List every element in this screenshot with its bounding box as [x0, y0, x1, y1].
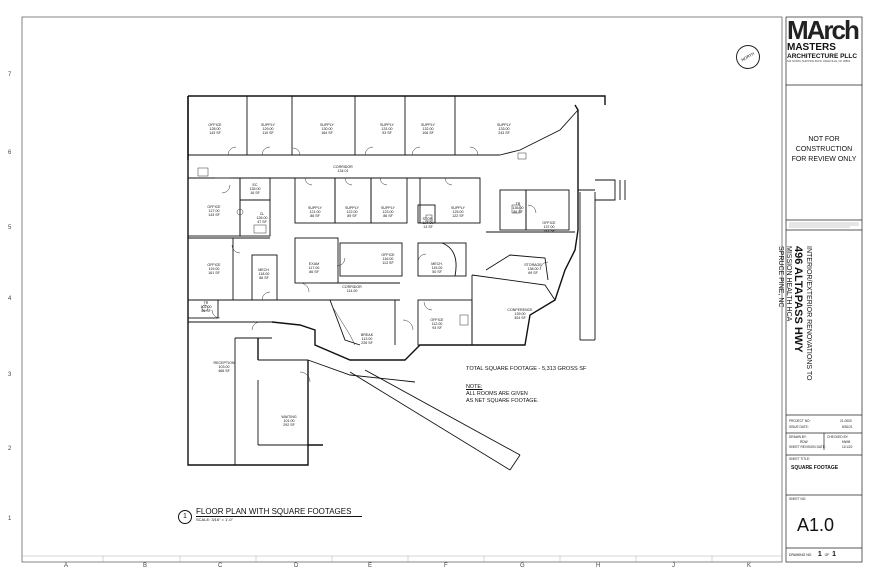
sheet-title: SQUARE FOOTAGE [791, 465, 839, 471]
drawn-by: RDW [800, 440, 808, 444]
firm-subname: ARCHITECTURE PLLC [787, 53, 858, 60]
review-stamp: NOT FOR CONSTRUCTION FOR REVIEW ONLY [791, 136, 857, 163]
plan-note: NOTE: ALL ROOMS ARE GIVEN AS NET SQUARE … [466, 384, 539, 405]
project-no-label: PROJECT NO: [789, 419, 811, 423]
grid-col-c: C [218, 563, 223, 569]
grid-row-6: 6 [8, 150, 12, 156]
drawing-scale: SCALE: 3/16" = 1'-0" [196, 517, 234, 522]
drawing-no: 1 [817, 551, 822, 558]
project-city: SPRUCE PINE, NC [777, 246, 784, 308]
checked-by: MWM [842, 440, 851, 444]
grid-col-f: F [444, 563, 448, 569]
drawing-total: 1 [832, 551, 837, 558]
drawing-title: FLOOR PLAN WITH SQUARE FOOTAGES [196, 507, 352, 516]
firm-logo: MArch MASTERS ARCHITECTURE PLLC 624 NORT… [787, 17, 863, 64]
project-client: MISSION HEALTH HCA [785, 246, 792, 322]
sheet-no-label: SHEET NO: [789, 497, 807, 501]
revision-label: SHEET REVISION DATE: [789, 445, 826, 449]
grid-col-e: E [368, 563, 373, 569]
note-line: AS NET SQUARE FOOTAGE. [466, 398, 539, 404]
total-square-footage: TOTAL SQUARE FOOTAGE - 5,313 GROSS SF [466, 366, 587, 372]
note-line: ALL ROOMS ARE GIVEN [466, 391, 528, 397]
project-line-1: INTERIOR/EXTERIOR RENOVATIONS TO [805, 246, 812, 381]
firm-logo-mark: MArch [787, 15, 860, 45]
grid-col-h: H [596, 563, 601, 569]
grid-row-4: 4 [8, 296, 12, 302]
sheet-title-label: SHEET TITLE: [789, 457, 810, 461]
project-info: INTERIOR/EXTERIOR RENOVATIONS TO 496 ALT… [776, 246, 812, 380]
drawing-number: 1 [178, 510, 192, 524]
drawing-count: DRAWING NO. 1 OF 1 [789, 551, 836, 558]
drawing-no-label: DRAWING NO. [789, 553, 813, 557]
grid-row-5: 5 [8, 225, 12, 231]
title-underline [196, 516, 362, 517]
grid-col-a: A [64, 563, 69, 569]
grid-row-7: 7 [8, 72, 12, 78]
note-heading: NOTE: [466, 384, 483, 390]
project-address: 496 ALTAPASS HWY [792, 246, 804, 353]
grid-row-1: 1 [8, 516, 12, 522]
grid-col-b: B [143, 563, 148, 569]
sheet-number: A1.0 [797, 515, 835, 535]
firm-name: MASTERS [787, 42, 836, 53]
issue-date-label: ISSUE DATE: [789, 425, 809, 429]
project-no: 21-0000 [840, 419, 852, 423]
of-label: OF [824, 553, 830, 557]
grid-col-j: J [672, 563, 675, 569]
firm-address: 624 NORTH SHIPPING BLVD, ASHEVILLE, NC 2… [787, 60, 851, 63]
grid-col-d: D [294, 563, 299, 569]
drawn-by-label: DRAWN BY: [789, 435, 807, 439]
checked-by-label: CHECKED BY: [827, 435, 849, 439]
grid-col-g: G [520, 563, 525, 569]
grid-row-2: 2 [8, 446, 12, 452]
grid-col-k: K [747, 563, 752, 569]
revision-date: 11/1/22 [842, 445, 853, 449]
grid-row-3: 3 [8, 372, 12, 378]
issue-date: 8/30/21 [842, 425, 853, 429]
